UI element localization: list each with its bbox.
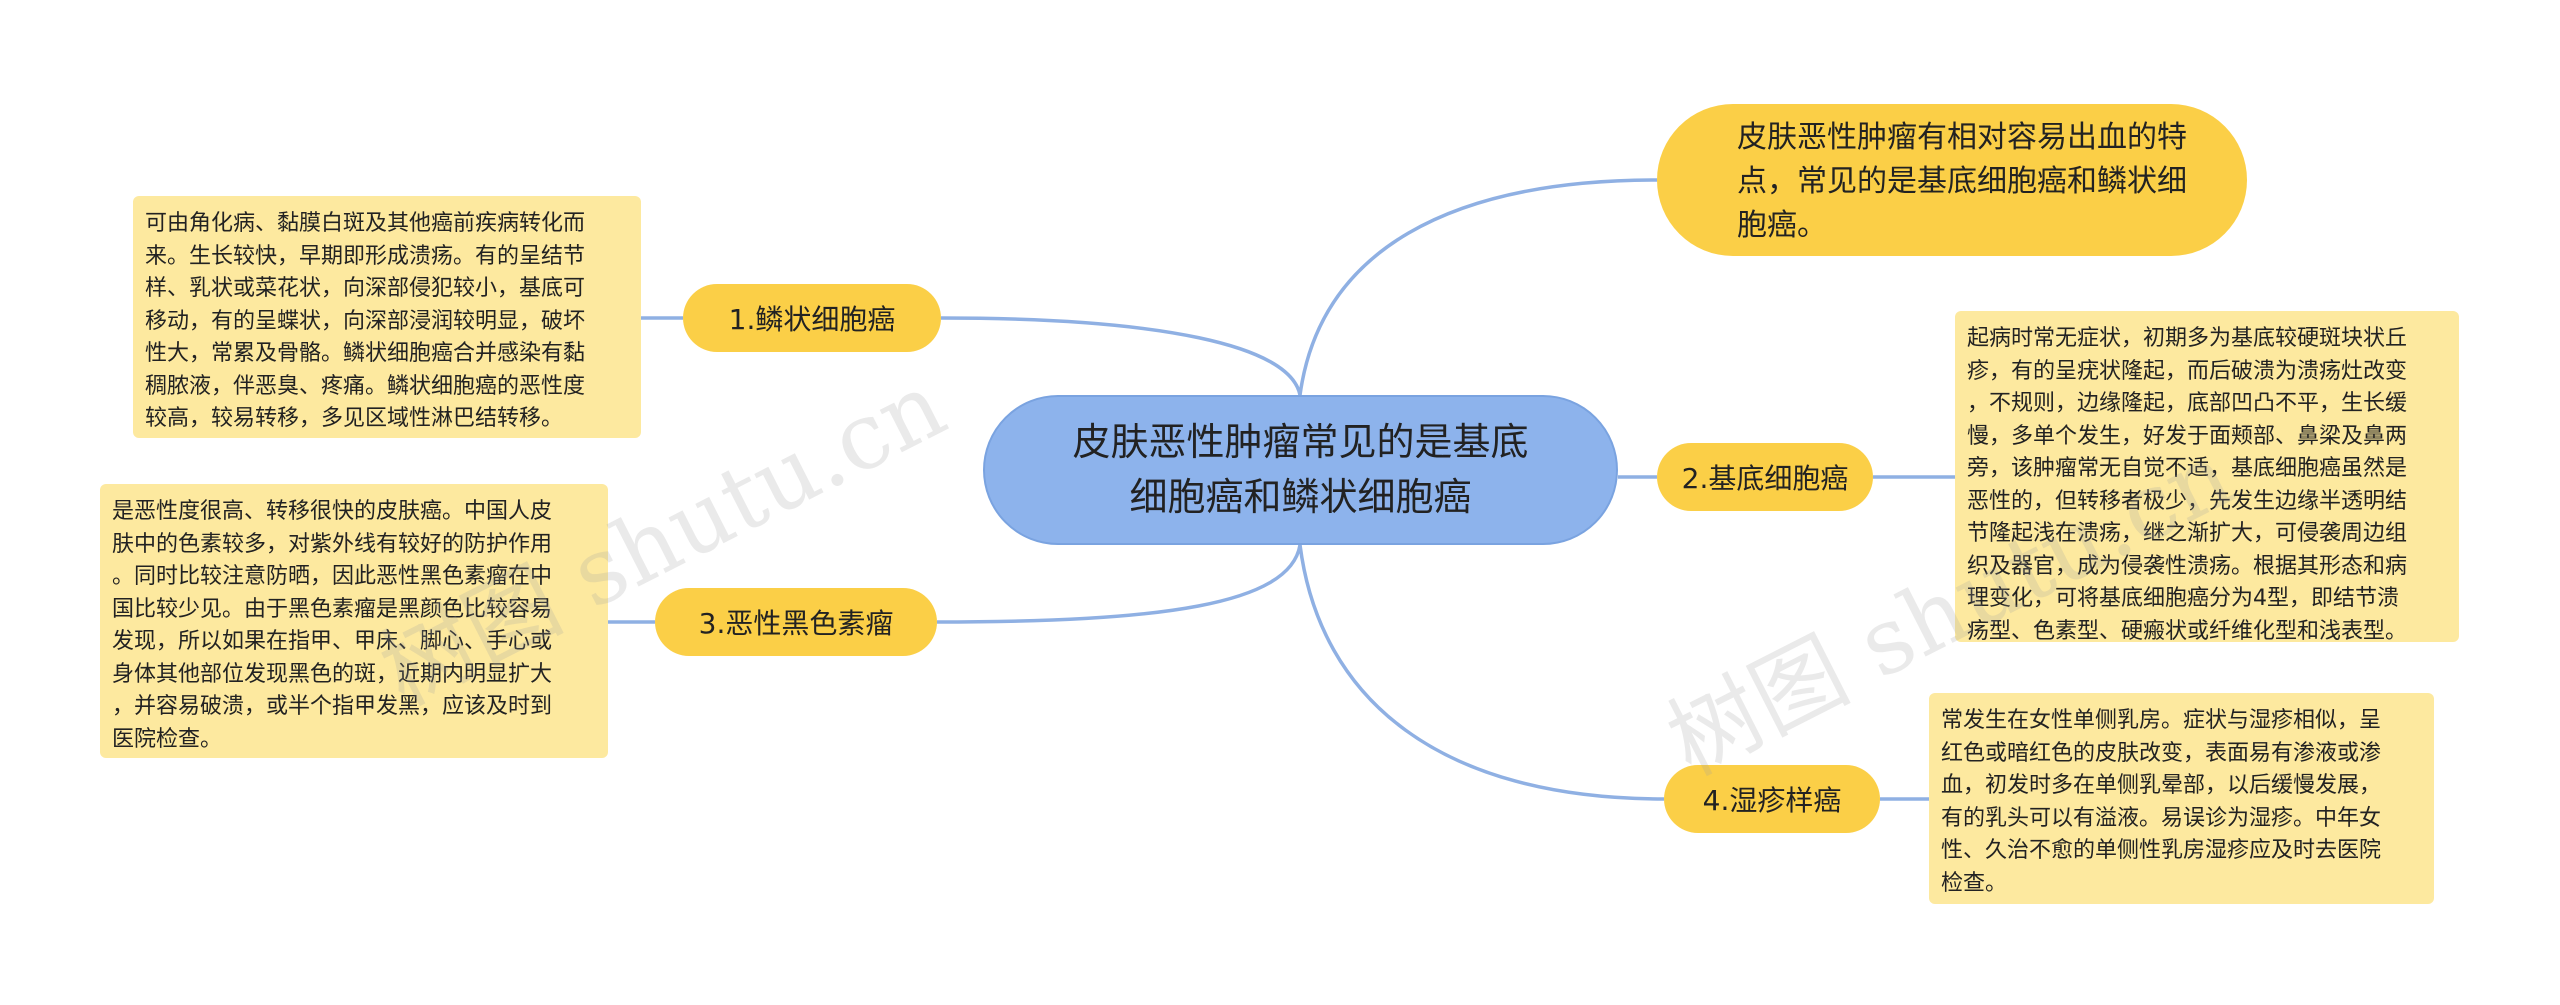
top-note-node[interactable]: 皮肤恶性肿瘤有相对容易出血的特点，常见的是基底细胞癌和鳞状细胞癌。: [1657, 104, 2247, 256]
connector-central-to-branch-4: [1298, 544, 1665, 801]
central-topic[interactable]: 皮肤恶性肿瘤常见的是基底细胞癌和鳞状细胞癌: [983, 395, 1618, 545]
connector-central-to-branch-1: [940, 316, 1302, 396]
branch-squamous-cell-carcinoma[interactable]: 1.鳞状细胞癌: [683, 284, 941, 352]
branch-malignant-melanoma[interactable]: 3.恶性黑色素瘤: [655, 588, 937, 656]
detail-basal-cell-carcinoma[interactable]: 起病时常无症状，初期多为基底较硬斑块状丘 疹，有的呈疣状隆起，而后破溃为溃疡灶改…: [1955, 311, 2459, 644]
detail-squamous-cell-carcinoma[interactable]: 可由角化病、黏膜白斑及其他癌前疾病转化而 来。生长较快，早期即形成溃疡。有的呈结…: [133, 196, 641, 438]
branch-basal-cell-carcinoma[interactable]: 2.基底细胞癌: [1657, 443, 1873, 511]
detail-eczematoid-carcinoma[interactable]: 常发生在女性单侧乳房。症状与湿疹相似，呈 红色或暗红色的皮肤改变，表面易有渗液或…: [1929, 693, 2434, 904]
branch-eczematoid-carcinoma[interactable]: 4.湿疹样癌: [1664, 765, 1880, 833]
connector-central-to-branch-3: [936, 544, 1302, 624]
detail-malignant-melanoma[interactable]: 是恶性度很高、转移很快的皮肤癌。中国人皮 肤中的色素较多，对紫外线有较好的防护作…: [100, 484, 608, 758]
connector-central-to-top-note: [1298, 178, 1658, 396]
